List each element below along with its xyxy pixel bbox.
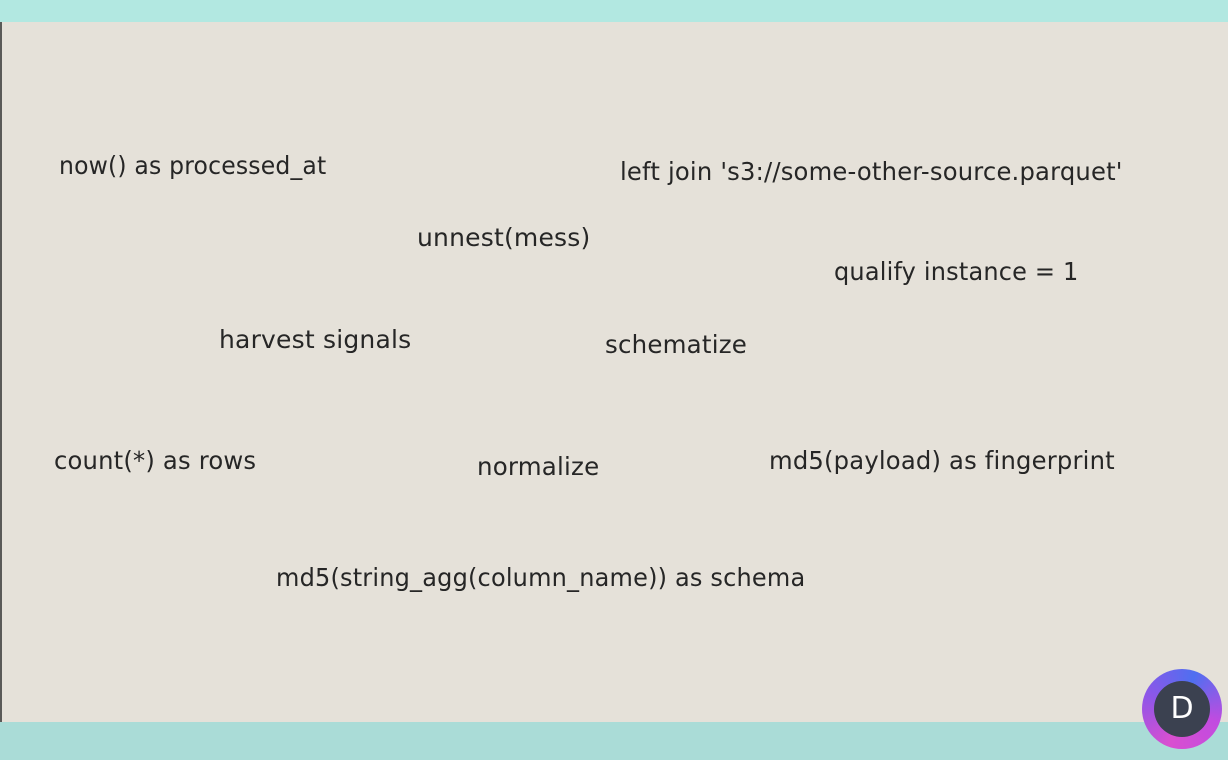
whiteboard-text-harvest-signals: harvest signals xyxy=(219,325,412,354)
whiteboard-text-schematize: schematize xyxy=(605,330,748,359)
whiteboard-text-schema: md5(string_agg(column_name)) as schema xyxy=(276,563,806,592)
whiteboard-text-processed-at: now() as processed_at xyxy=(59,151,327,180)
whiteboard-canvas: now() as processed_at left join 's3://so… xyxy=(0,22,1228,722)
whiteboard-text-normalize: normalize xyxy=(477,452,600,481)
avatar-initial: D xyxy=(1154,681,1210,737)
participant-avatar[interactable]: D xyxy=(1142,669,1222,749)
whiteboard-text-left-join: left join 's3://some-other-source.parque… xyxy=(620,157,1123,186)
bottom-bar xyxy=(0,722,1228,760)
whiteboard-text-unnest: unnest(mess) xyxy=(417,223,591,252)
whiteboard-text-qualify: qualify instance = 1 xyxy=(834,257,1079,286)
top-bar xyxy=(0,0,1228,22)
whiteboard-text-count-rows: count(*) as rows xyxy=(54,446,257,475)
whiteboard-text-fingerprint: md5(payload) as fingerprint xyxy=(769,446,1115,475)
